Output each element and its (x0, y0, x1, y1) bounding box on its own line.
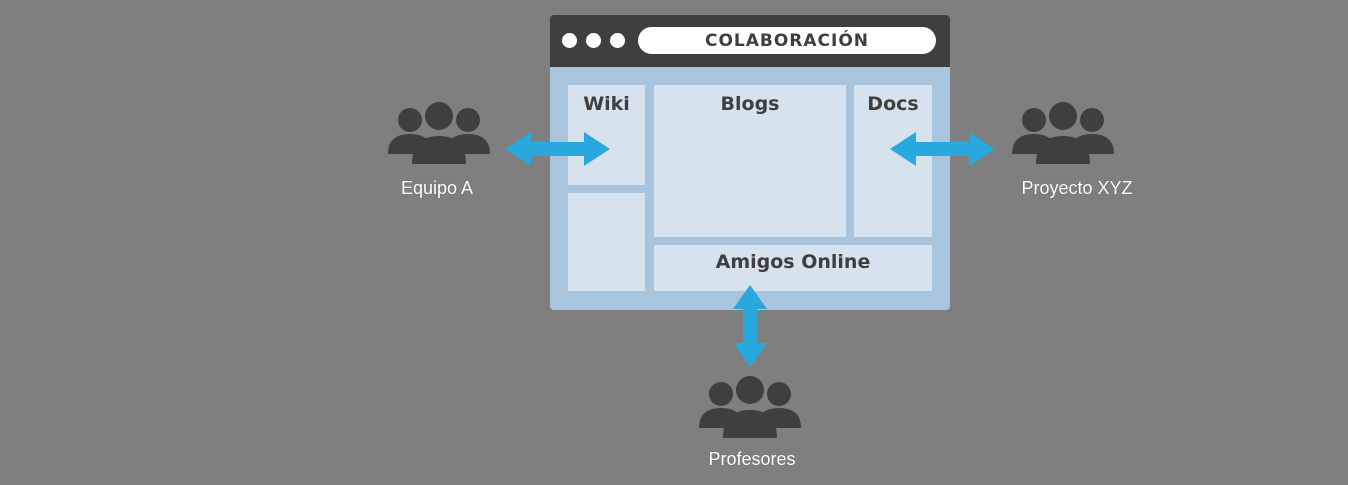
double-arrow-icon (733, 285, 767, 367)
group-label-bottom: Profesores (708, 449, 796, 469)
amigos-online-label: Amigos Online (715, 251, 871, 273)
empty-panel (568, 193, 645, 291)
double-arrow-icon (505, 132, 610, 166)
wiki-panel: Wiki (568, 85, 645, 185)
window-dot-icon (562, 33, 577, 48)
window-titlebar: COLABORACIÓN (550, 15, 950, 67)
window-dot-icon (586, 33, 601, 48)
people-group-icon (699, 376, 801, 438)
docs-label: Docs (867, 93, 919, 115)
group-label-left: Equipo A (400, 178, 474, 198)
people-group-icon (1012, 102, 1114, 164)
blogs-panel: Blogs (654, 85, 846, 237)
people-group-icon (388, 102, 490, 164)
blogs-label: Blogs (720, 93, 780, 115)
collaboration-window: COLABORACIÓN Wiki Blogs Docs Amigos Onli… (550, 15, 950, 310)
group-label-right: Proyecto XYZ (1021, 178, 1133, 198)
window-dot-icon (610, 33, 625, 48)
docs-panel: Docs (854, 85, 932, 237)
window-title: COLABORACIÓN (638, 27, 936, 54)
amigos-online-panel: Amigos Online (654, 245, 932, 291)
double-arrow-icon (890, 132, 995, 166)
wiki-label: Wiki (583, 93, 630, 115)
